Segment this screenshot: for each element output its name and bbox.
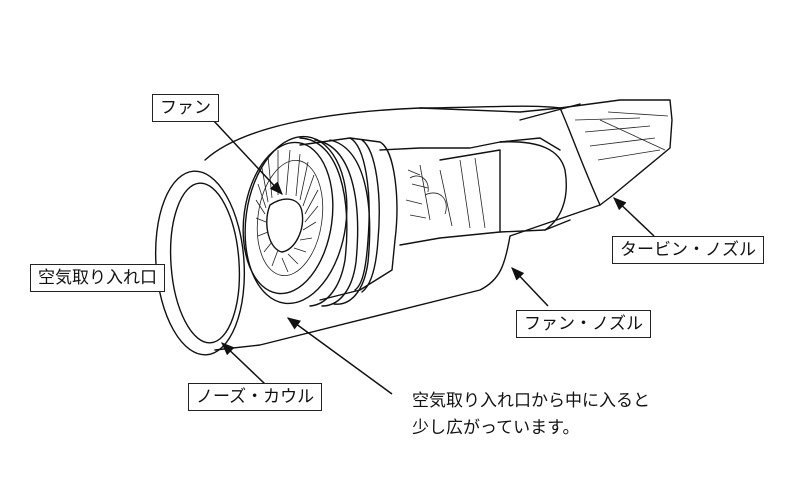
arrow-fan	[212, 119, 283, 195]
label-fan-nozzle: ファン・ノズル	[516, 310, 651, 338]
label-turbine-nozzle: タービン・ノズル	[612, 236, 764, 264]
arrow-air-intake-note	[286, 317, 393, 395]
note-line-1: 空気取り入れ口から中に入ると	[412, 391, 650, 411]
label-nose-cowl: ノーズ・カウル	[188, 383, 323, 411]
fan-disc	[242, 135, 348, 305]
explanatory-note: 空気取り入れ口から中に入ると 少し広がっています。	[412, 388, 650, 442]
label-air-intake: 空気取り入れ口	[30, 264, 165, 292]
fan-cowl-body	[204, 105, 601, 351]
arrow-turbine-nozzle	[613, 197, 655, 237]
arrow-nose-cowl	[221, 342, 266, 385]
core-engine	[299, 137, 571, 301]
note-line-2: 少し広がっています。	[412, 418, 580, 438]
arrow-fan-nozzle	[511, 267, 549, 307]
fan-case-rings	[299, 137, 371, 307]
nose-cowl-lip	[154, 170, 246, 356]
label-fan: ファン	[152, 94, 219, 122]
turbine-nozzle-shape	[519, 99, 673, 206]
